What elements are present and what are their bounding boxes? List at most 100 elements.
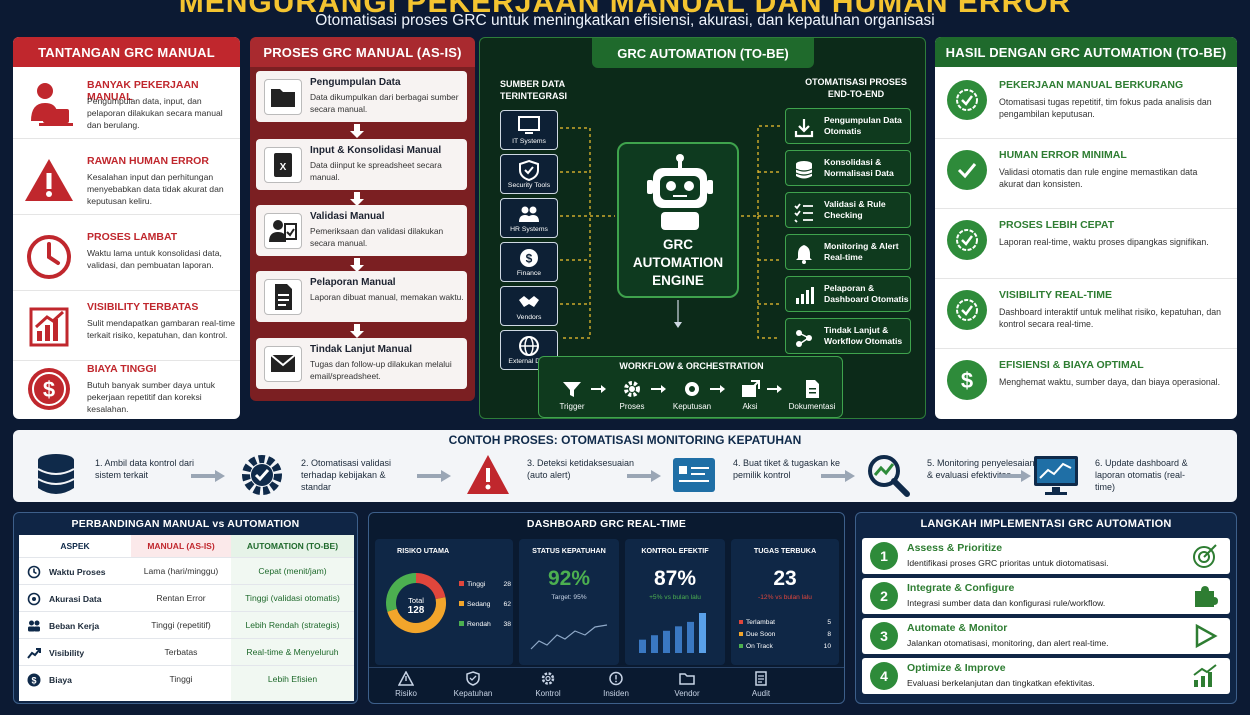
workflow-step[interactable]: Aksi	[728, 379, 772, 411]
as-is-step-title: Tindak Lanjut Manual	[310, 344, 413, 355]
task-name: Terlambat	[746, 619, 775, 626]
automation-item[interactable]: Tindak Lanjut & Workflow Otomatis	[785, 318, 911, 354]
as-is-step-desc: Data diinput ke spreadsheet secara manua…	[310, 160, 442, 182]
nav-audit[interactable]: Audit	[739, 671, 783, 698]
automation-item[interactable]: Monitoring & Alert Real-time	[785, 234, 911, 270]
dashboard-divider	[369, 667, 844, 668]
arrow-right-icon	[821, 470, 855, 482]
risk-total-label: Total	[408, 596, 424, 605]
row-aspect: Waktu Proses	[49, 566, 106, 577]
source-label: IT Systems	[512, 138, 546, 145]
database-icon	[795, 161, 813, 179]
challenge-item: $ BIAYA TINGGI Butuh banyak sumber daya …	[13, 355, 240, 419]
source-security-tools[interactable]: Security Tools	[500, 154, 558, 194]
workflow-icon	[796, 330, 812, 347]
task-value: 8	[827, 631, 831, 638]
risk-total: 128	[407, 605, 425, 616]
implementation-step: 1 Assess & Prioritize Identifikasi prose…	[862, 538, 1230, 574]
gear-check-icon	[239, 452, 285, 498]
nav-kontrol[interactable]: Kontrol	[526, 671, 570, 698]
arrow-down-icon	[350, 324, 364, 338]
source-it-systems[interactable]: IT Systems	[500, 110, 558, 150]
person-check-icon	[264, 213, 302, 249]
nav-risiko[interactable]: Risiko	[384, 671, 428, 698]
row-auto: Lebih Rendah (strategis)	[245, 620, 340, 630]
step-desc: Integrasi sumber data dan konfigurasi ru…	[907, 598, 1106, 608]
automation-label: Validasi & Rule Checking	[824, 199, 886, 220]
bar	[687, 621, 694, 653]
result-item: VISIBILITY REAL-TIME Dashboard interakti…	[935, 279, 1237, 349]
svg-text:$: $	[526, 252, 533, 266]
example-step-label: 4. Buat tiket & tugaskan ke pemilik kont…	[733, 458, 841, 480]
comparison-title: PERBANDINGAN MANUAL vs AUTOMATION	[71, 518, 300, 530]
legend-value: 62	[503, 601, 511, 608]
compliance-card[interactable]: STATUS KEPATUHAN 92% Target: 95%	[519, 539, 619, 665]
filter-icon	[563, 382, 581, 397]
trend-icon	[27, 647, 41, 659]
automation-item[interactable]: Pelaporan & Dashboard Otomatis	[785, 276, 911, 312]
column-header: MANUAL (AS-IS)	[131, 535, 231, 557]
implementation-panel: LANGKAH IMPLEMENTASI GRC AUTOMATION 1 As…	[855, 512, 1237, 704]
step-desc: Identifikasi proses GRC prioritas untuk …	[907, 558, 1109, 568]
step-title: Automate & Monitor	[907, 622, 1008, 634]
arrow-right-icon	[417, 470, 451, 482]
challenge-title: RAWAN HUMAN ERROR	[87, 155, 209, 167]
challenge-title: PROSES LAMBAT	[87, 231, 178, 243]
check-icon	[947, 150, 987, 190]
row-aspect: Visibility	[49, 647, 85, 658]
compliance-label: STATUS KEPATUHAN	[532, 546, 606, 555]
row-manual: Lama (hari/minggu)	[143, 566, 219, 576]
risk-label: RISIKO UTAMA	[397, 546, 450, 555]
task-value: 10	[823, 643, 831, 650]
example-step-label: 5. Monitoring penyelesaian & evaluasi ef…	[927, 458, 1035, 480]
automation-label: Pengumpulan Data Otomatis	[824, 115, 902, 136]
source-finance[interactable]: $ Finance	[500, 242, 558, 282]
row-auto: Lebih Efisien	[267, 674, 318, 684]
row-aspect: Biaya	[49, 674, 72, 685]
result-desc: Dashboard interaktif untuk melihat risik…	[999, 307, 1222, 329]
workflow-step[interactable]: Trigger	[550, 379, 594, 411]
source-label: Vendors	[516, 314, 542, 321]
gear-icon	[624, 381, 640, 397]
target-icon	[27, 592, 41, 605]
tasks-card[interactable]: TUGAS TERBUKA 23 -12% vs bulan lalu Terl…	[731, 539, 839, 665]
clock-icon	[23, 231, 75, 283]
controls-card[interactable]: KONTROL EFEKTIF 87% +5% vs bulan lalu	[625, 539, 725, 665]
automation-item[interactable]: Validasi & Rule Checking	[785, 192, 911, 228]
tasks-delta: -12% vs bulan lalu	[758, 594, 812, 601]
nav-kepatuhan[interactable]: Kepatuhan	[451, 671, 495, 698]
as-is-step: Pelaporan Manual Laporan dibuat manual, …	[256, 271, 467, 322]
chart-up-icon	[23, 301, 75, 353]
nav-insiden[interactable]: Insiden	[594, 671, 638, 698]
grc-engine: GRC AUTOMATION ENGINE	[617, 142, 739, 298]
sources-label: SUMBER DATA TERINTEGRASI	[500, 79, 568, 101]
workflow-step[interactable]: Dokumentasi	[784, 379, 840, 411]
legend-name: Rendah	[467, 621, 491, 628]
automation-label: Monitoring & Alert Real-time	[824, 241, 899, 262]
row-manual: Tinggi (repetitif)	[151, 620, 211, 630]
bar	[675, 626, 682, 653]
trend-icon	[1193, 664, 1217, 687]
dollar-icon: $	[27, 673, 41, 686]
task-name: Due Soon	[746, 631, 776, 638]
source-vendors[interactable]: Vendors	[500, 286, 558, 326]
legend-name: Sedang	[467, 601, 491, 608]
donut-slice	[415, 573, 446, 600]
as-is-title: PROSES GRC MANUAL (AS-IS)	[250, 37, 475, 67]
result-item: $ EFISIENSI & BIAYA OPTIMAL Menghemat wa…	[935, 349, 1237, 419]
dollar-icon: $	[520, 249, 538, 267]
workflow-step[interactable]: Keputusan	[670, 379, 714, 411]
automation-label: Pelaporan & Dashboard Otomatis	[824, 283, 909, 304]
incident-icon	[609, 671, 623, 686]
source-hr-systems[interactable]: HR Systems	[500, 198, 558, 238]
puzzle-icon	[1195, 586, 1218, 607]
source-label: HR Systems	[510, 226, 548, 233]
nav-vendor[interactable]: Vendor	[665, 671, 709, 698]
nav-label: Kepatuhan	[453, 689, 493, 698]
source-label: Finance	[516, 270, 542, 277]
automation-item[interactable]: Pengumpulan Data Otomatis	[785, 108, 911, 144]
automation-item[interactable]: Konsolidasi & Normalisasi Data	[785, 150, 911, 186]
workflow-step[interactable]: Proses	[610, 379, 654, 411]
